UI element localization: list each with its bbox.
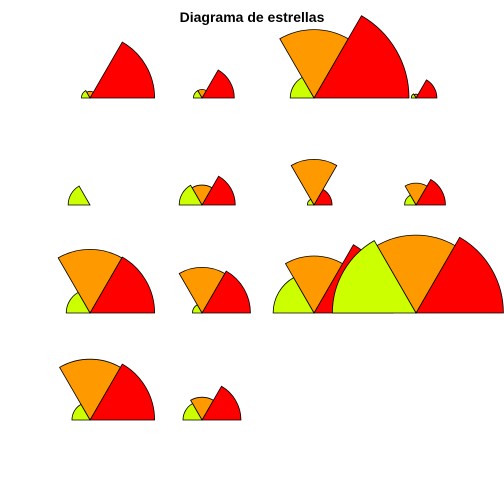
star-4-segment-3 xyxy=(410,93,417,99)
star-10 xyxy=(178,267,251,314)
star-8 xyxy=(404,178,446,206)
star-10-segment-2 xyxy=(178,267,226,314)
star-2-segment-1 xyxy=(201,69,235,99)
star-2-segment-3 xyxy=(193,90,203,99)
star-9-segment-2 xyxy=(57,249,123,314)
chart-title: Diagrama de estrellas xyxy=(180,9,325,25)
star-14 xyxy=(182,385,242,421)
star-12-segment-3 xyxy=(331,240,417,314)
star-9-segment-3 xyxy=(65,291,91,314)
star-6-segment-3 xyxy=(178,184,203,206)
star-11-segment-3 xyxy=(272,277,315,314)
star-12-segment-1 xyxy=(415,236,504,314)
star-8-segment-1 xyxy=(415,178,446,206)
star-7-segment-2 xyxy=(290,159,338,206)
star-10-segment-3 xyxy=(192,304,203,314)
star-3-segment-3 xyxy=(289,76,315,99)
star-4-segment-1 xyxy=(415,79,438,99)
star-7-segment-3 xyxy=(306,198,315,206)
star-6-segment-1 xyxy=(201,175,236,206)
star-14-segment-1 xyxy=(201,385,242,421)
star-14-segment-3 xyxy=(182,403,203,421)
star-1 xyxy=(81,41,156,99)
star-6 xyxy=(178,175,236,206)
star-12 xyxy=(331,234,504,314)
star-7 xyxy=(290,159,338,206)
star-3-segment-1 xyxy=(313,15,410,99)
star-4 xyxy=(410,79,438,99)
star-14-segment-2 xyxy=(190,396,214,421)
star-13-segment-3 xyxy=(71,403,91,421)
star-13 xyxy=(59,358,156,421)
star-13-segment-2 xyxy=(59,358,121,421)
star-9 xyxy=(57,249,156,314)
stars-layer xyxy=(57,15,504,421)
star-3 xyxy=(279,15,410,99)
star-1-segment-3 xyxy=(81,90,91,99)
star-5 xyxy=(67,185,91,206)
star-5-segment-3 xyxy=(67,185,91,206)
star-11-segment-2 xyxy=(284,255,344,314)
star-8-segment-2 xyxy=(404,182,428,206)
star-13-segment-1 xyxy=(89,363,156,421)
star-1-segment-1 xyxy=(89,41,156,99)
star-10-segment-1 xyxy=(201,270,251,314)
star-3-segment-2 xyxy=(279,29,349,99)
star-2 xyxy=(193,69,235,99)
star-8-segment-3 xyxy=(404,194,417,206)
star-12-segment-2 xyxy=(376,234,456,314)
star-9-segment-1 xyxy=(89,256,156,314)
